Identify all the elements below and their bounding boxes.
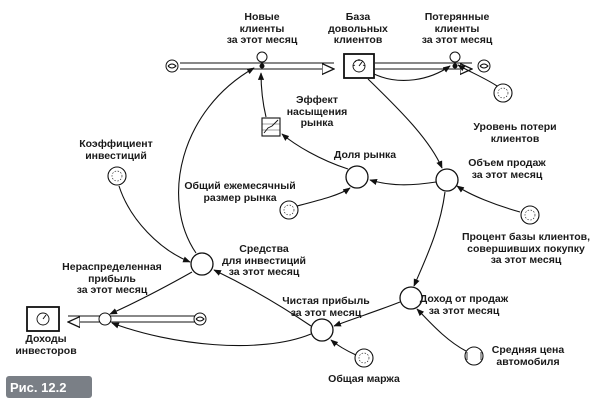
label-saturation: Эффект насыщения рынка (286, 94, 348, 129)
figure-caption: Рис. 12.2 (10, 380, 67, 395)
label-net-profit: Чистая прибыль за этот месяц (282, 295, 370, 319)
stock-investor-income (26, 306, 60, 332)
valve-lost-clients (449, 51, 461, 69)
graph-saturation-icon (261, 117, 281, 137)
label-new-clients: Новые клиенты за этот месяц (226, 11, 298, 46)
label-loss-level: Уровень потери клиентов (473, 121, 557, 145)
aux-net-profit (310, 318, 334, 342)
constants (107, 83, 540, 368)
connectors (109, 64, 521, 356)
constant-margin-icon (354, 348, 374, 368)
cloud-source-bottom-icon (193, 312, 207, 326)
label-repeat-pct: Процент базы клиентов, совершивших покуп… (461, 231, 591, 266)
stock-base-clients (343, 53, 375, 79)
bottom-flow-pipe (68, 315, 195, 322)
label-margin: Общая маржа (328, 373, 400, 385)
aux-sales-income (399, 286, 423, 310)
aux-sales-volume (435, 168, 459, 192)
label-sales-income: Доход от продаж за этот месяц (419, 293, 509, 317)
constant-repeat-pct-icon (520, 205, 540, 225)
main-flow-pipe (180, 62, 472, 69)
label-investor-income: Доходы инвесторов (15, 333, 77, 357)
constant-invest-coef-icon (107, 166, 127, 186)
label-market-share: Доля рынка (333, 149, 397, 161)
label-invest-coef: Коэффициент инвестиций (79, 138, 153, 162)
cloud-sink-icon (477, 59, 491, 73)
label-market-size: Общий ежемесячный размер рынка (184, 180, 296, 204)
constant-loss-level-icon (493, 83, 513, 103)
label-lost-clients: Потерянные клиенты за этот месяц (421, 11, 493, 46)
constant-market-size-icon (279, 200, 299, 220)
valve-retained-profit (98, 312, 112, 326)
aux-invest-funds (190, 252, 214, 276)
label-sales-volume: Объем продаж за этот месяц (468, 157, 546, 181)
constant-avg-price-icon (464, 346, 484, 366)
label-avg-price: Средняя цена автомобиля (491, 344, 565, 368)
aux-market-share (345, 165, 369, 189)
valve-new-clients (256, 51, 268, 69)
figure-badge (6, 376, 92, 398)
label-base-clients: База довольных клиентов (328, 11, 388, 46)
label-invest-funds: Средства для инвестиций за этот месяц (222, 243, 306, 278)
cloud-source-icon (165, 59, 179, 73)
label-retained: Нераспределенная прибыль за этот месяц (62, 261, 162, 296)
